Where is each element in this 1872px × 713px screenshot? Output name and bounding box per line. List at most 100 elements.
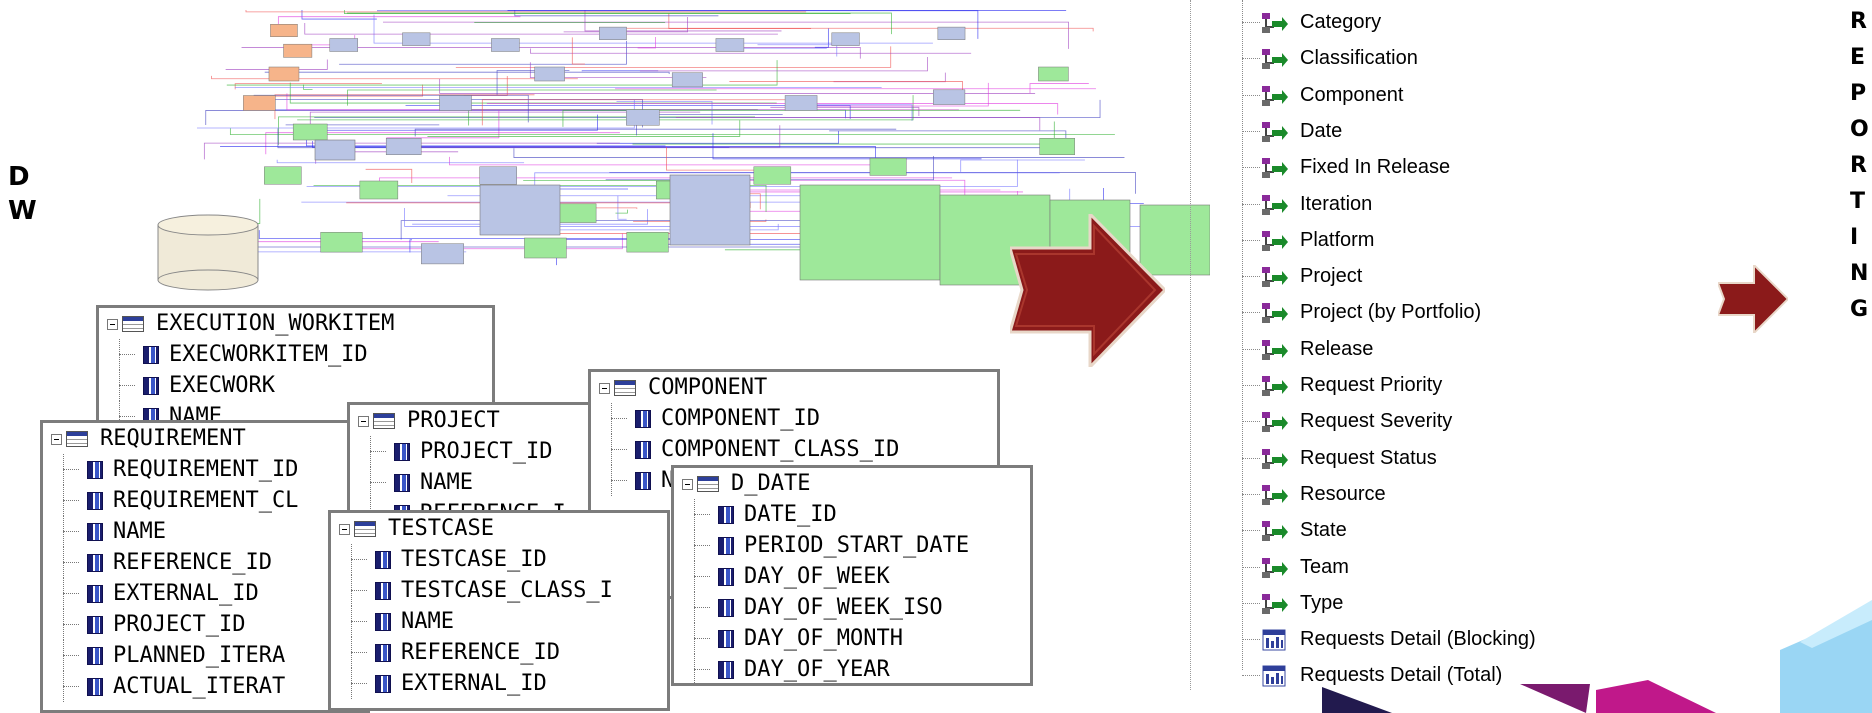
table-field-row[interactable]: DAY_OF_WEEK_ISO bbox=[674, 592, 1030, 623]
table-field-row[interactable]: NAME bbox=[350, 467, 616, 498]
table-field-row[interactable]: NAME bbox=[43, 516, 367, 547]
table-field-row[interactable]: EXTERNAL_ID bbox=[331, 668, 667, 699]
field-name: DATE_ID bbox=[744, 502, 837, 527]
collapse-icon[interactable] bbox=[599, 382, 610, 394]
column-icon bbox=[635, 441, 651, 459]
collapse-icon[interactable] bbox=[51, 433, 62, 445]
table-field-row[interactable]: ACTUAL_ITERAT bbox=[43, 671, 367, 702]
column-icon bbox=[87, 647, 103, 665]
dimension-icon bbox=[1262, 557, 1288, 578]
field-name: PROJECT_ID bbox=[420, 439, 553, 464]
field-name: ACTUAL_ITERAT bbox=[113, 674, 286, 699]
side-letter: R bbox=[1850, 153, 1867, 178]
field-name: COMPONENT_ID bbox=[661, 406, 820, 431]
column-icon bbox=[87, 554, 103, 572]
collapse-icon[interactable] bbox=[339, 523, 350, 535]
table-header[interactable]: PROJECT bbox=[350, 405, 616, 436]
dimension-label: Release bbox=[1300, 337, 1374, 360]
dimension-label: Component bbox=[1300, 83, 1404, 106]
table-icon bbox=[66, 431, 88, 447]
field-name: DAY_OF_MONTH bbox=[744, 626, 903, 651]
dimension-icon bbox=[1262, 85, 1288, 106]
field-name: TESTCASE_CLASS_I bbox=[401, 578, 613, 603]
side-letter: O bbox=[1850, 117, 1869, 142]
table-field-row[interactable]: COMPONENT_CLASS_ID bbox=[591, 434, 997, 465]
dimension-icon bbox=[1262, 13, 1288, 33]
table-icon bbox=[354, 521, 376, 537]
field-name: COMPONENT_CLASS_ID bbox=[661, 437, 900, 462]
table-icon bbox=[697, 476, 719, 492]
dimension-icon bbox=[1262, 376, 1288, 396]
column-icon bbox=[87, 523, 103, 541]
side-letter: W bbox=[8, 196, 37, 226]
arrow-shape bbox=[1010, 214, 1165, 367]
table-field-row[interactable]: PROJECT_ID bbox=[350, 436, 616, 467]
table-icon bbox=[122, 316, 144, 332]
collapse-icon[interactable] bbox=[358, 415, 369, 427]
dimension-label: Request Priority bbox=[1300, 374, 1443, 396]
table-field-row[interactable]: EXECWORKITEM_ID bbox=[99, 339, 492, 370]
table-field-row[interactable]: PERIOD_START_DATE bbox=[674, 530, 1030, 561]
table-field-row[interactable]: REFERENCE_ID bbox=[43, 547, 367, 578]
table-field-row[interactable]: REQUIREMENT_ID bbox=[43, 454, 367, 485]
table-field-row[interactable]: PROJECT_ID bbox=[43, 609, 367, 640]
table-header[interactable]: D_DATE bbox=[674, 468, 1030, 499]
column-icon bbox=[718, 599, 734, 617]
table-field-row[interactable]: PLANNED_ITERA bbox=[43, 640, 367, 671]
table-name: EXECUTION_WORKITEM bbox=[156, 311, 395, 336]
table-field-row[interactable]: REQUIREMENT_CL bbox=[43, 485, 367, 516]
table-header[interactable]: COMPONENT bbox=[591, 372, 997, 403]
dimension-label: Request Status bbox=[1300, 446, 1437, 469]
dimension-icon bbox=[1262, 158, 1288, 179]
dimension-icon bbox=[1262, 412, 1288, 433]
table-field-row[interactable]: TESTCASE_CLASS_I bbox=[331, 575, 667, 606]
table-field-row[interactable]: DAY_OF_MONTH bbox=[674, 623, 1030, 654]
dimension-label: Request Severity bbox=[1300, 410, 1453, 433]
table-field-row[interactable]: REFERENCE_ID bbox=[331, 637, 667, 668]
column-icon bbox=[87, 678, 103, 696]
table-field-row[interactable]: EXTERNAL_ID bbox=[43, 578, 367, 609]
table-header[interactable]: EXECUTION_WORKITEM bbox=[99, 308, 492, 339]
dimension-icon bbox=[1262, 484, 1288, 505]
column-icon bbox=[718, 568, 734, 586]
table-field-row[interactable]: NAME bbox=[331, 606, 667, 637]
column-icon bbox=[718, 661, 734, 679]
dimension-icon bbox=[1262, 230, 1288, 251]
field-name: REQUIREMENT_ID bbox=[113, 457, 299, 482]
table-field-row[interactable]: DATE_ID bbox=[674, 499, 1030, 530]
field-name: EXECWORK bbox=[169, 373, 275, 398]
table-header[interactable]: REQUIREMENT bbox=[43, 423, 367, 454]
side-letter: P bbox=[1850, 81, 1867, 106]
right-arrow-small-icon bbox=[1718, 265, 1788, 333]
collapse-icon[interactable] bbox=[682, 478, 693, 490]
side-letter: R bbox=[1850, 9, 1867, 34]
table-window-project[interactable]: PROJECTPROJECT_IDNAMEREFERENCE_IEXTERNAL… bbox=[347, 402, 619, 528]
column-icon bbox=[375, 582, 391, 600]
field-name: TESTCASE_ID bbox=[401, 547, 547, 572]
table-field-row[interactable]: TESTCASE_ID bbox=[331, 544, 667, 575]
table-field-row[interactable]: COMPONENT_ID bbox=[591, 403, 997, 434]
field-name: PLANNED_ITERA bbox=[113, 643, 286, 668]
dimension-label: Requests Detail (Total) bbox=[1300, 664, 1503, 687]
table-name: REQUIREMENT bbox=[100, 426, 246, 451]
table-name: COMPONENT bbox=[648, 375, 768, 400]
table-field-row[interactable]: DAY_OF_YEAR bbox=[674, 654, 1030, 683]
table-name: D_DATE bbox=[731, 471, 811, 496]
field-name: EXECWORKITEM_ID bbox=[169, 342, 368, 367]
side-letter: I bbox=[1850, 225, 1859, 250]
table-field-row[interactable]: EXECWORK bbox=[99, 370, 492, 401]
column-icon bbox=[375, 613, 391, 631]
tree-connector-line bbox=[1242, 0, 1243, 670]
dimension-label: Platform bbox=[1300, 228, 1375, 251]
dimension-label: Project (by Portfolio) bbox=[1300, 301, 1482, 324]
table-icon bbox=[614, 380, 636, 396]
table-header[interactable]: TESTCASE bbox=[331, 513, 667, 544]
table-field-row[interactable]: DAY_OF_WEEK bbox=[674, 561, 1030, 592]
collapse-icon[interactable] bbox=[107, 318, 118, 330]
dimension-icon bbox=[1262, 194, 1288, 215]
